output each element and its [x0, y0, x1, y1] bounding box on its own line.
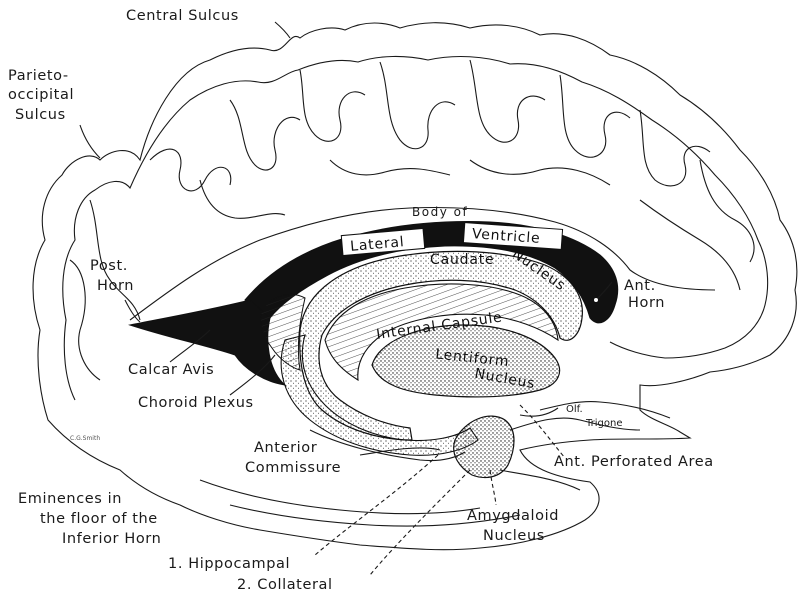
label-ant-perforated: Ant. Perforated Area	[554, 454, 714, 470]
label-collateral: 2. Collateral	[237, 577, 333, 593]
label-lentiform: Lentiform	[435, 346, 511, 370]
temporal-folds	[199, 417, 641, 527]
label-hippocampal: 1. Hippocampal	[168, 556, 290, 572]
label-eminences-3: Inferior Horn	[62, 531, 161, 547]
label-central-sulcus: Central Sulcus	[126, 8, 239, 24]
label-ant-horn-1: Ant.	[624, 278, 656, 294]
label-post-horn-2: Horn	[97, 278, 134, 294]
label-lateral: Lateral	[350, 234, 406, 255]
cortex-outline	[32, 22, 798, 551]
choroid-plexus	[259, 294, 306, 371]
leader-lines	[79, 21, 613, 576]
label-eminences-1: Eminences in	[18, 491, 122, 507]
white-matter-boundary	[62, 55, 769, 401]
label-anterior-2: Commissure	[245, 460, 341, 476]
lentiform-nucleus	[371, 324, 561, 398]
ventricle-label-box	[462, 222, 564, 250]
gyri-folds	[69, 59, 755, 381]
label-parieto-2: occipital	[8, 87, 74, 103]
label-choroid-plexus: Choroid Plexus	[138, 395, 254, 411]
label-ventricle: Ventricle	[471, 226, 540, 247]
label-caudate: Caudate	[430, 252, 494, 268]
label-post-horn-1: Post.	[90, 258, 128, 274]
label-ant-horn-2: Horn	[628, 295, 665, 311]
label-body-of: Body of	[412, 205, 468, 219]
label-amygdaloid-1: Amygdaloid	[467, 508, 559, 524]
lateral-label-box	[340, 227, 426, 257]
posterior-horn	[128, 299, 287, 386]
amygdaloid-nucleus	[453, 415, 515, 479]
callosal-boundary	[129, 206, 716, 321]
label-parieto-1: Parieto-	[8, 68, 69, 84]
label-parieto-3: Sulcus	[15, 107, 66, 123]
label-eminences-2: the floor of the	[40, 511, 158, 527]
label-anterior-1: Anterior	[254, 440, 317, 456]
label-olf: Olf.	[566, 404, 583, 415]
anterior-commissure	[309, 429, 466, 462]
artist-signature: C.G.Smith	[70, 435, 100, 442]
label-calcar-avis: Calcar Avis	[128, 362, 214, 378]
internal-capsule	[324, 283, 559, 382]
olfactory-trigone-area	[519, 401, 671, 419]
label-amygdaloid-2: Nucleus	[483, 528, 545, 544]
label-trigone: Trigone	[585, 418, 622, 429]
